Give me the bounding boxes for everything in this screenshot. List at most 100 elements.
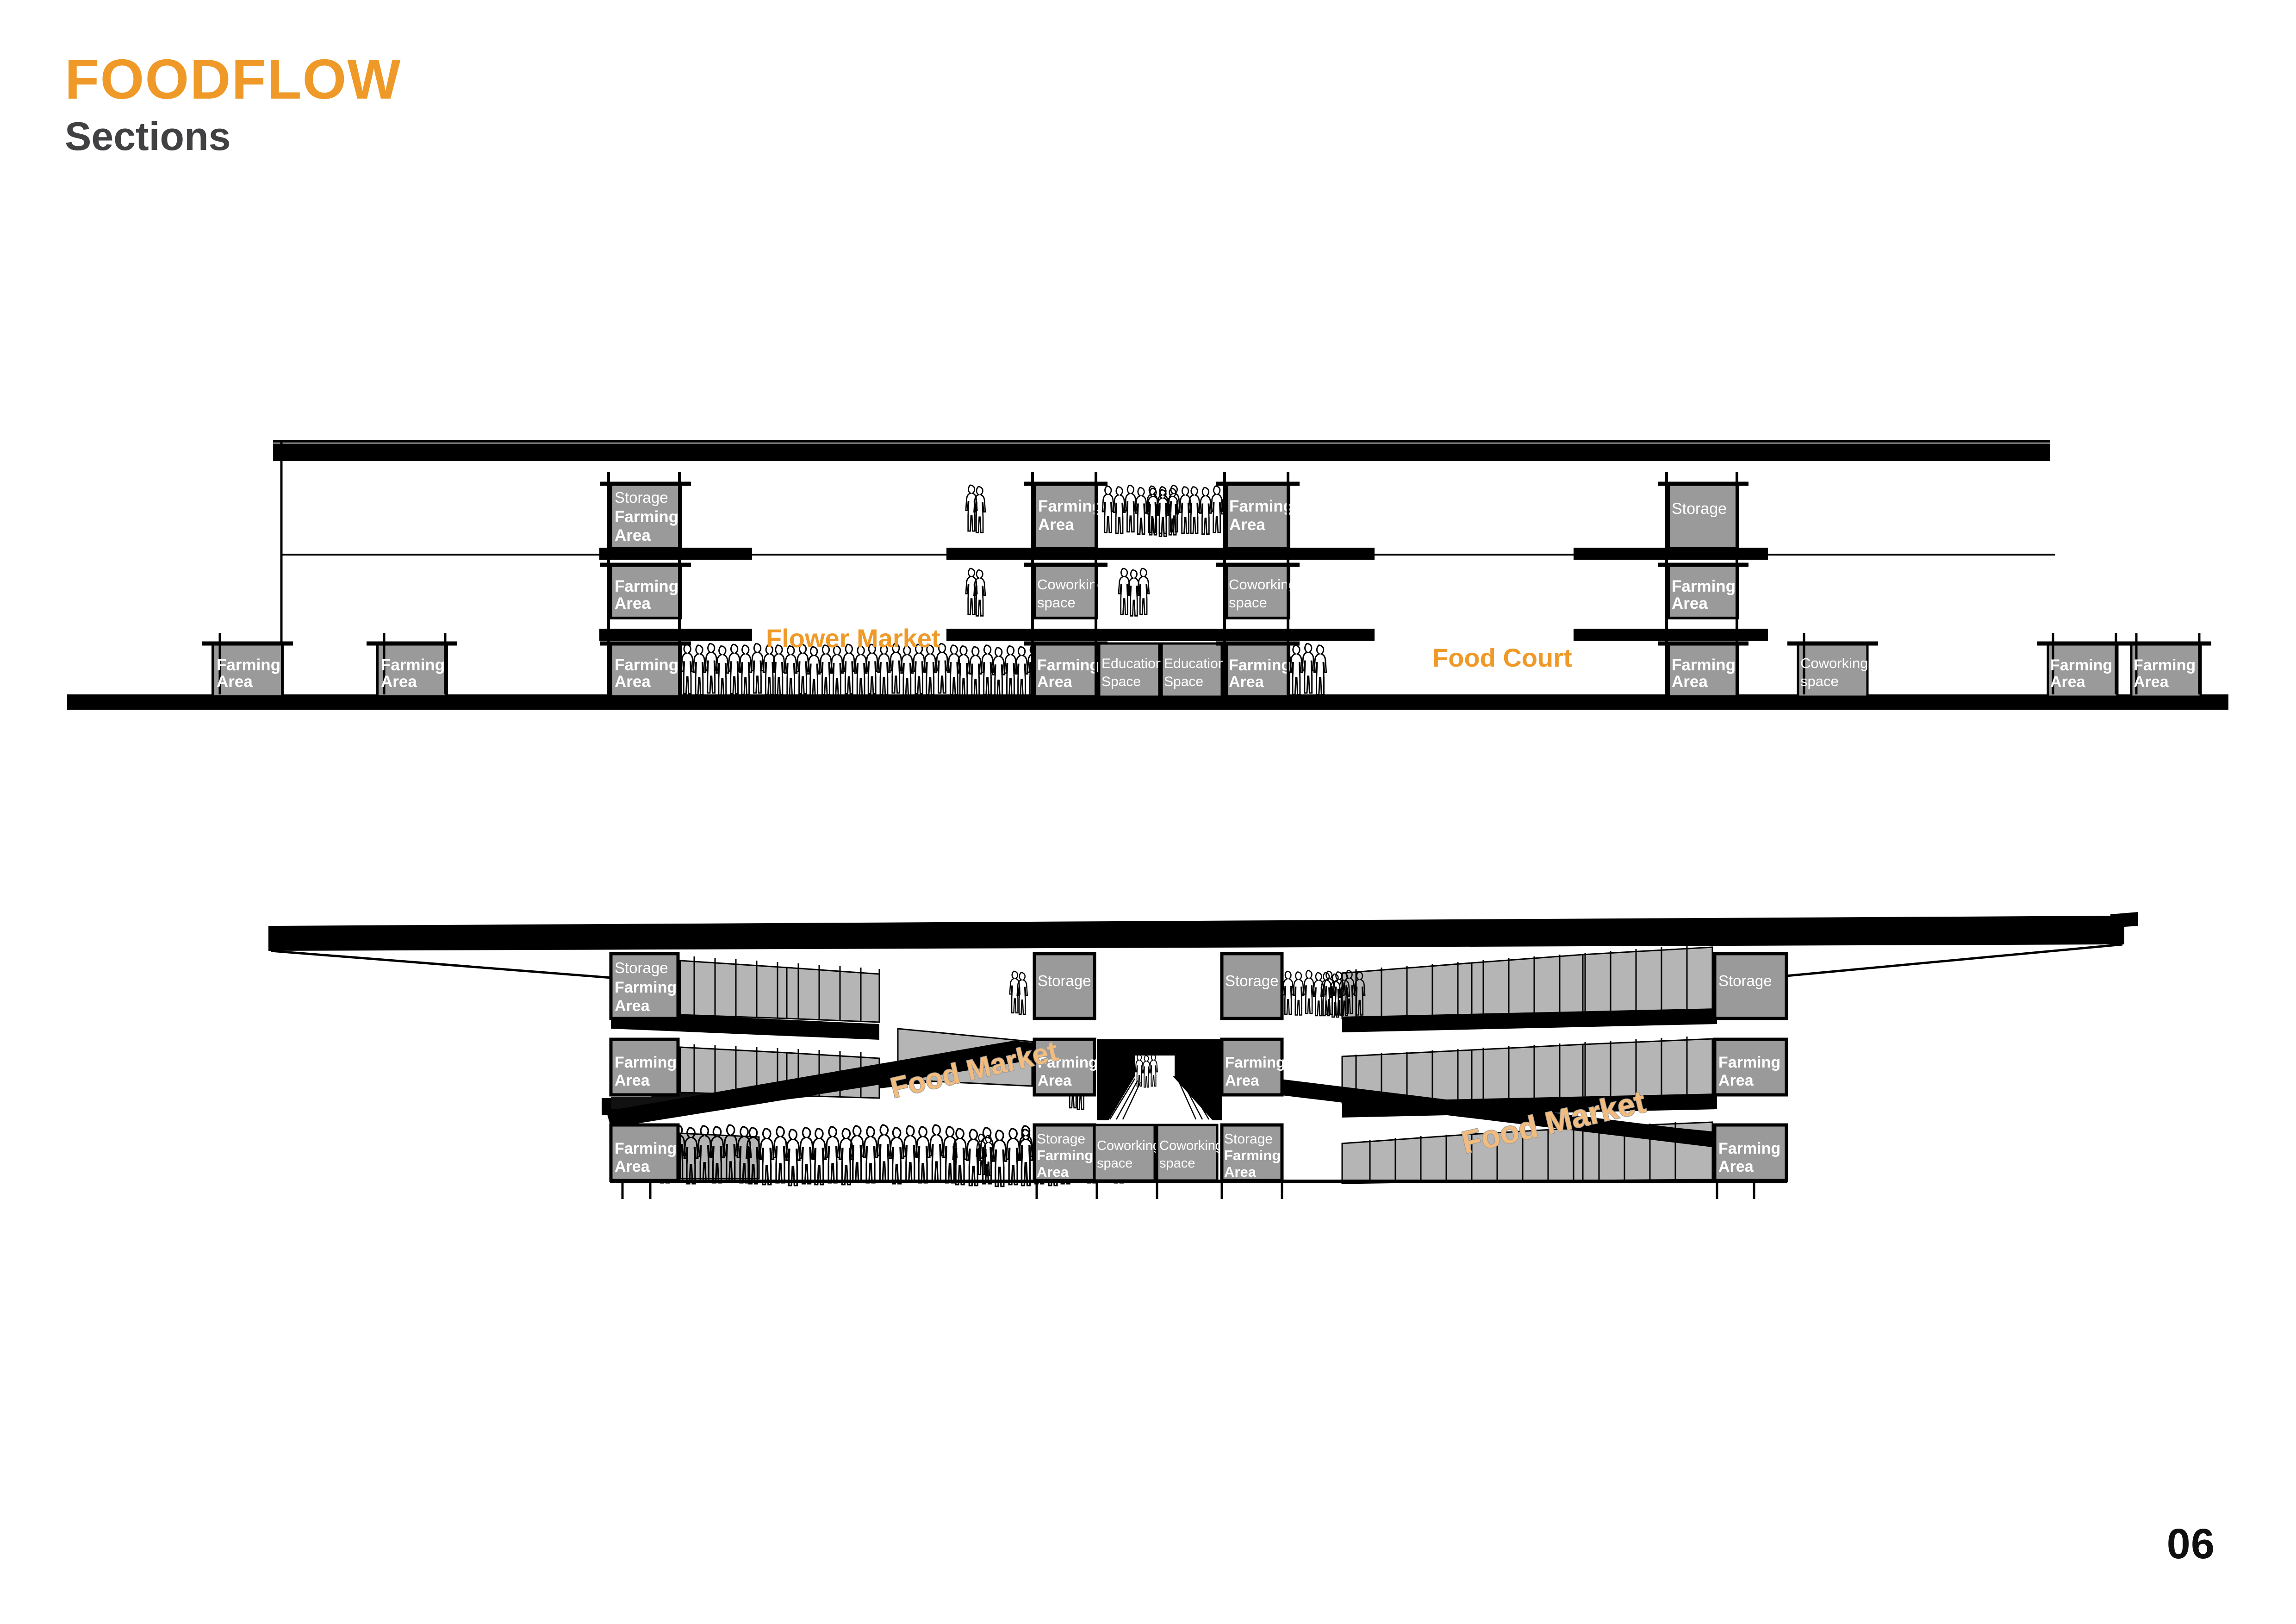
callout-food-court: Food Court <box>1432 643 1572 672</box>
page-number: 06 <box>2166 1520 2215 1568</box>
program-label: space <box>1229 594 1267 611</box>
program-box-stack: Coworking space <box>1024 562 1108 619</box>
program-label: Area <box>2134 673 2169 691</box>
program-label: Storage <box>1037 1131 1085 1147</box>
program-label: space <box>1037 594 1076 611</box>
program-label: Area <box>615 997 650 1015</box>
ramp-walkway <box>1277 1079 1712 1147</box>
program-label: Farming <box>1229 656 1291 674</box>
program-label: Farming <box>1672 577 1736 595</box>
program-box: Education Space <box>1160 642 1226 698</box>
program-label: Area <box>1224 1164 1257 1180</box>
floor-deck <box>1342 1008 1717 1032</box>
program-label: Storage <box>1718 972 1772 989</box>
program-label: Area <box>615 526 651 544</box>
roof-slab <box>268 916 2124 951</box>
program-box-stack: Storage <box>1713 952 1788 1020</box>
page-title: FOODFLOW <box>65 48 402 111</box>
program-label: Area <box>615 1072 650 1089</box>
program-box: Coworking space <box>1093 1124 1160 1182</box>
roof-slab-edge <box>2110 912 2138 928</box>
program-label: Storage <box>1038 972 1091 989</box>
program-box: Farming Area <box>202 633 293 698</box>
program-label: Farming <box>1718 1140 1780 1157</box>
program-label: Farming <box>381 656 445 674</box>
program-box-stack: Farming Area <box>1216 641 1300 698</box>
program-box-stack: Storage Farming Area <box>1033 1123 1096 1182</box>
program-box-stack: Farming Area <box>1658 562 1748 619</box>
program-label: Coworking <box>1159 1138 1223 1153</box>
floor-slab <box>599 629 752 641</box>
callout-flower-market: Flower Market <box>766 624 940 653</box>
program-label: Area <box>1229 673 1264 691</box>
page-subtitle: Sections <box>65 114 231 159</box>
crowd-figures <box>1010 971 1027 1014</box>
program-label: Area <box>381 673 417 691</box>
section-drawing-upper: Farming Area Farming Area Storage Farmin… <box>0 0 2296 787</box>
program-box-stack: Farming Area <box>1220 1037 1285 1097</box>
program-label: Storage <box>615 959 668 976</box>
program-label: Area <box>1037 673 1073 691</box>
program-label: space <box>1159 1156 1195 1171</box>
program-label: Area <box>1037 1164 1069 1180</box>
floor-slab <box>946 548 1375 560</box>
program-label: Area <box>1225 1072 1259 1089</box>
program-label: Area <box>2050 673 2086 691</box>
program-label: Area <box>217 673 253 691</box>
section-drawing-lower: Storage Farming Area Farming Area Farmin… <box>0 833 2296 1528</box>
program-label: Farming <box>2134 656 2196 674</box>
lower-section-svg: Storage Farming Area Farming Area Farmin… <box>268 912 2138 1199</box>
program-label: Farming <box>217 656 280 674</box>
program-label: Farming <box>2050 656 2112 674</box>
program-label: Area <box>615 673 651 691</box>
program-box-stack: Storage Farming Area <box>1220 1123 1284 1182</box>
program-box: Farming Area <box>2037 633 2128 698</box>
program-label: Farming <box>615 508 678 526</box>
program-label: Coworking <box>1037 576 1105 593</box>
corridor-hatch <box>1109 1078 1210 1120</box>
program-box-stack: Farming Area <box>1216 481 1300 550</box>
program-label: Farming <box>615 979 677 996</box>
crowd-figures <box>1119 568 1149 616</box>
program-label: Coworking <box>1229 576 1296 593</box>
program-label: Storage <box>1672 500 1727 518</box>
program-label: Storage <box>615 489 668 506</box>
program-label: Farming <box>615 1140 677 1157</box>
perspective-guide <box>271 949 611 979</box>
crowd-figures <box>966 485 985 532</box>
program-label: Area <box>615 1158 650 1175</box>
program-label: Area <box>1229 516 1265 534</box>
program-label: Farming <box>1038 1054 1098 1071</box>
program-label: Area <box>1672 594 1708 612</box>
program-box-stack: Storage <box>1658 481 1748 550</box>
program-box: Coworking space <box>1156 1124 1223 1182</box>
program-label: Storage <box>1224 1131 1273 1147</box>
program-label: Farming <box>615 1054 677 1071</box>
program-label: Farming <box>1037 1147 1093 1163</box>
program-box-stack: Farming Area <box>1713 1037 1788 1097</box>
program-box: Education Space <box>1098 642 1163 698</box>
title-block: FOODFLOW Sections <box>65 51 402 157</box>
program-box-stack: Storage Farming Area <box>609 952 680 1020</box>
shelving-perspective-right <box>1341 946 1713 1184</box>
program-label: Education <box>1101 656 1163 671</box>
program-label: Area <box>1718 1072 1754 1089</box>
program-label: Farming <box>1224 1147 1281 1163</box>
floor-slab <box>1574 629 1768 641</box>
program-box-stack: Farming Area <box>1033 1037 1098 1097</box>
program-label: space <box>1800 673 1839 689</box>
program-label: Storage <box>1225 972 1279 989</box>
shelving-hatch-right <box>1355 945 1688 1183</box>
program-label: Farming <box>1038 497 1102 515</box>
program-box: Farming Area <box>367 633 457 698</box>
program-box-stack: Farming Area <box>600 562 691 619</box>
program-label: Farming <box>615 577 678 595</box>
program-box-stack: Farming Area <box>1658 641 1748 698</box>
column-tick-marks <box>621 1181 1755 1199</box>
perspective-guide <box>1786 943 2123 977</box>
program-box: Farming Area <box>2121 633 2211 698</box>
program-label: Farming <box>1037 656 1099 674</box>
ramp-walkway <box>606 1041 1032 1128</box>
program-label: Space <box>1101 674 1141 689</box>
program-label: Area <box>1038 516 1074 534</box>
